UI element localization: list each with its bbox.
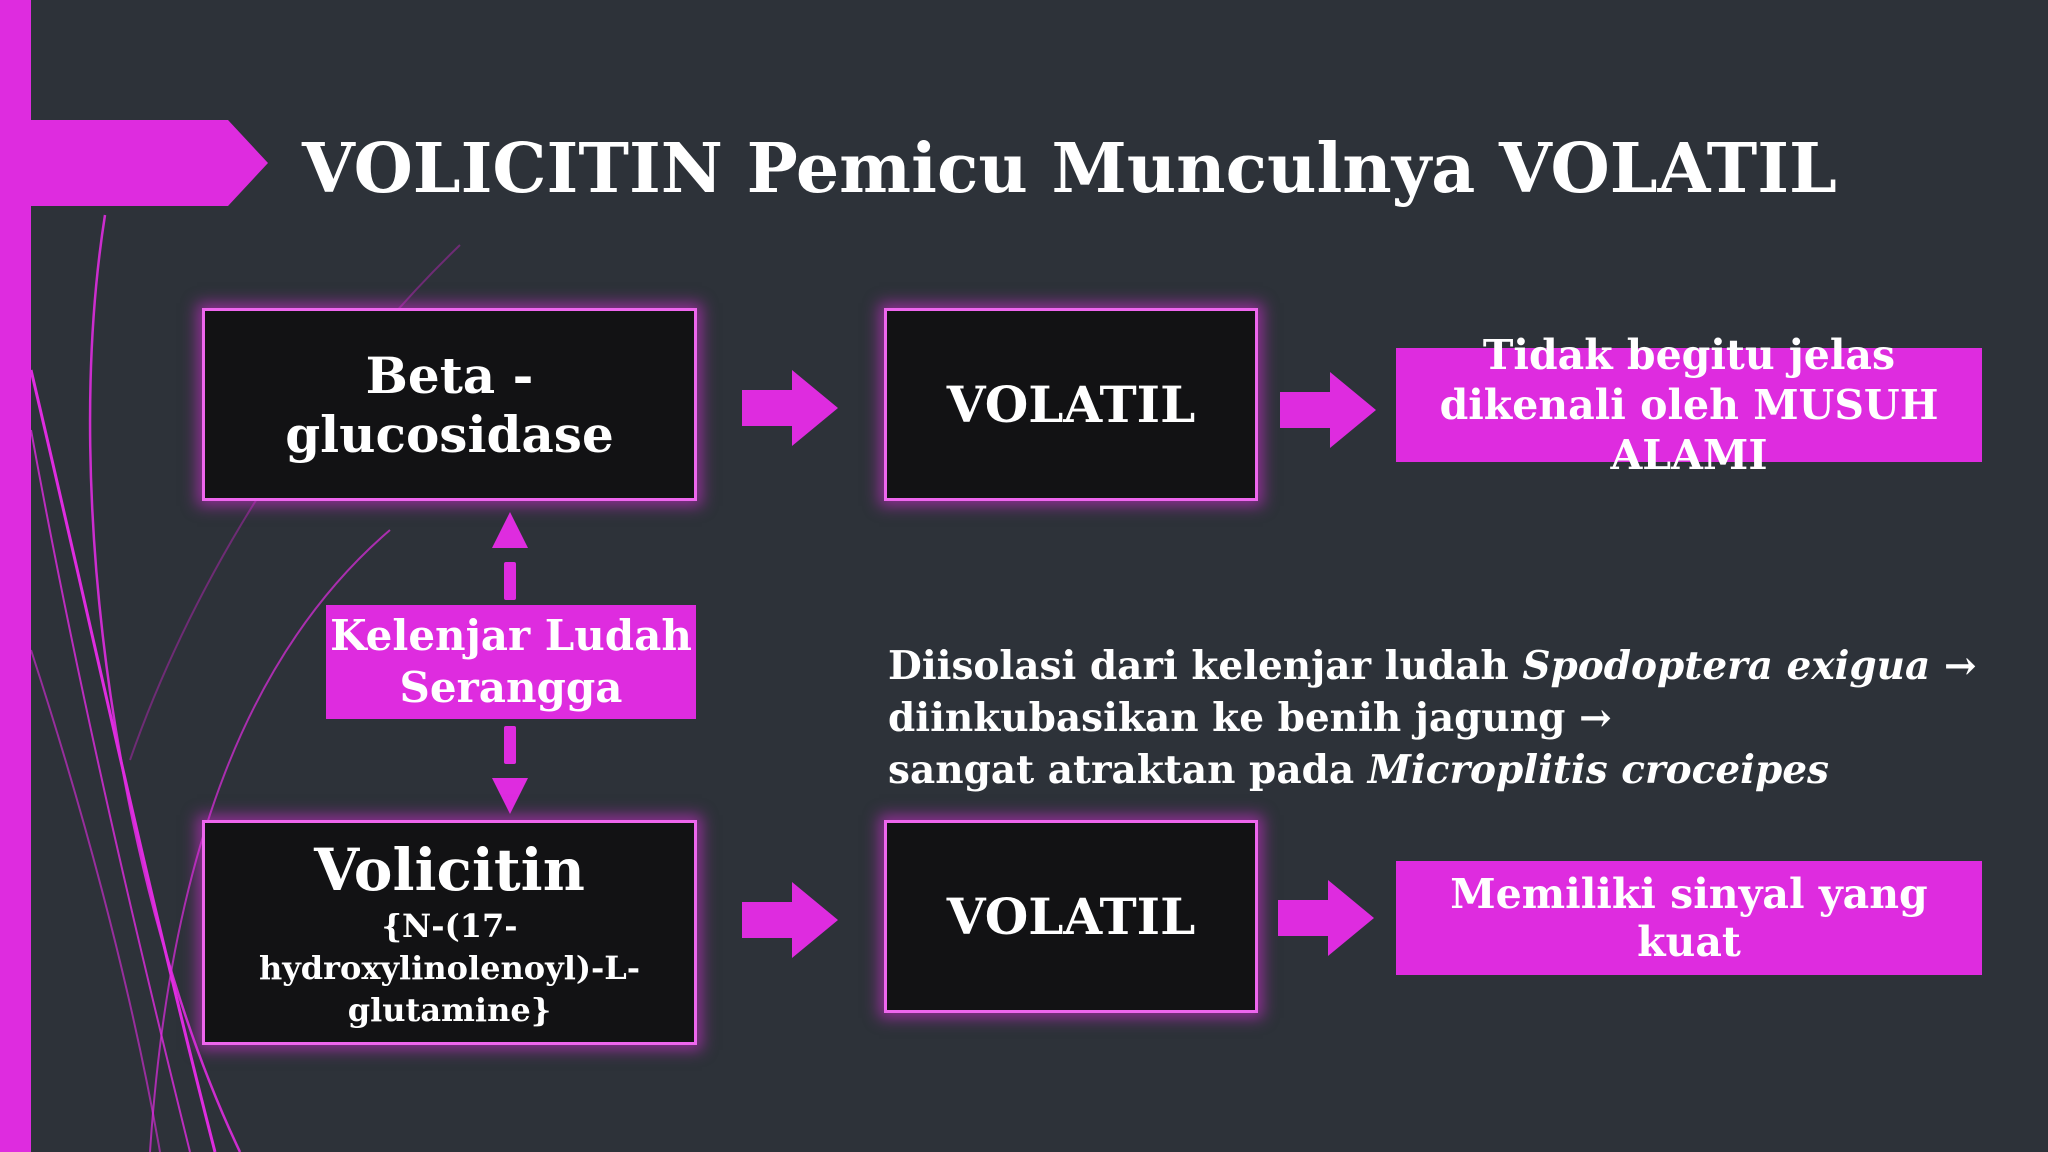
arrow-right-icon <box>742 370 838 446</box>
arrow-right-icon <box>1278 880 1374 956</box>
volicitin-box: Volicitin {N-(17-hydroxylinolenoyl)-L-gl… <box>202 820 697 1045</box>
source-label: Kelenjar Ludah Serangga <box>330 611 692 712</box>
volatile-label-bottom: VOLATIL <box>946 887 1196 946</box>
title-flag-arrow <box>0 120 268 206</box>
dashed-double-arrow <box>492 512 528 814</box>
arrow-right-icon <box>1280 372 1376 448</box>
slide-title: VOLICITIN Pemicu Munculnya VOLATIL <box>302 129 1837 209</box>
species-microplitis: Microplitis croceipes <box>1367 747 1829 793</box>
result-box-bottom: Memiliki sinyal yang kuat <box>1396 861 1982 975</box>
result-label-bottom: Memiliki sinyal yang kuat <box>1450 870 1928 966</box>
result-box-top: Tidak begitu jelas dikenali oleh MUSUH A… <box>1396 331 1982 479</box>
enzyme-label: Beta -glucosidase <box>285 345 614 464</box>
note-line-1: Diisolasi dari kelenjar ludah Spodoptera… <box>888 643 1977 689</box>
volatile-label-top: VOLATIL <box>946 375 1196 434</box>
arrow-right-icon <box>742 882 838 958</box>
source-box: Kelenjar Ludah Serangga <box>326 605 696 719</box>
volicitin-formula: {N-(17-hydroxylinolenoyl)-L-glutamine} <box>258 906 641 1029</box>
species-spodoptera: Spodoptera exigua <box>1522 643 1931 689</box>
process-note: Diisolasi dari kelenjar ludah Spodoptera… <box>888 640 2018 796</box>
note-line-3: sangat atraktan pada Microplitis croceip… <box>888 747 1829 793</box>
volatile-box-top: VOLATIL <box>884 308 1258 501</box>
enzyme-box: Beta -glucosidase <box>202 308 697 501</box>
arrow-icon: → <box>1578 695 1612 741</box>
volatile-box-bottom: VOLATIL <box>884 820 1258 1013</box>
volicitin-label: Volicitin <box>314 835 585 904</box>
note-line-2: diinkubasikan ke benih jagung → <box>888 695 1612 741</box>
result-label-top: Tidak begitu jelas dikenali oleh MUSUH A… <box>1439 331 1939 479</box>
arrow-icon: → <box>1943 643 1977 689</box>
